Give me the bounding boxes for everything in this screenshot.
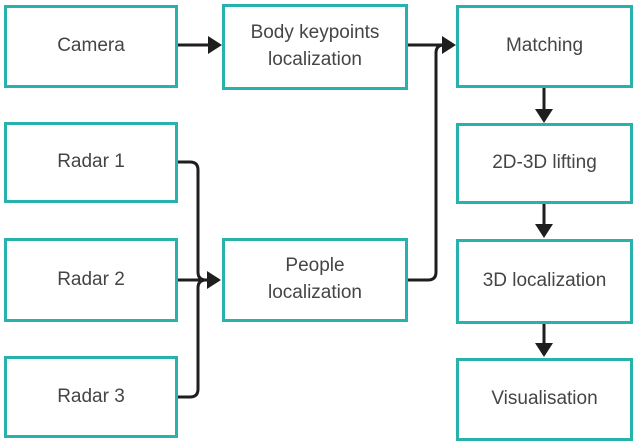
node-2d-3d-lifting: 2D-3D lifting — [456, 123, 633, 204]
arrowhead-people-localization — [207, 271, 221, 289]
edge-people-localization-to-matching — [406, 43, 445, 282]
node-visualisation: Visualisation — [456, 358, 633, 441]
node-people-localization: People localization — [222, 238, 408, 322]
node-body-keypoints-localization-label: Body keypoints localization — [250, 22, 380, 70]
node-visualisation-label: Visualisation — [491, 388, 598, 410]
arrowhead-lifting — [535, 109, 553, 123]
node-radar-1-label: Radar 1 — [57, 151, 125, 173]
node-radar-2: Radar 2 — [4, 238, 178, 322]
node-radar-3-label: Radar 3 — [57, 385, 125, 407]
node-matching-label: Matching — [505, 35, 584, 57]
arrowhead-matching — [442, 36, 456, 54]
node-radar-1: Radar 1 — [4, 122, 178, 203]
node-camera: Camera — [4, 5, 178, 88]
edge-radar-1-to-people-localization — [174, 160, 209, 282]
node-3d-localization-label: 3D localization — [482, 270, 607, 292]
arrowhead-visualisation — [535, 343, 553, 357]
node-2d-3d-lifting-label: 2D-3D lifting — [492, 152, 597, 174]
node-radar-3: Radar 3 — [4, 356, 178, 438]
arrowhead-body-keypoints — [208, 36, 222, 54]
node-radar-2-label: Radar 2 — [57, 268, 125, 290]
node-body-keypoints-localization: Body keypoints localization — [222, 4, 408, 90]
edge-radar-3-to-people-localization — [174, 278, 209, 399]
node-matching: Matching — [456, 5, 633, 88]
node-people-localization-label: People localization — [268, 255, 362, 303]
node-3d-localization: 3D localization — [456, 239, 633, 324]
node-camera-label: Camera — [57, 35, 125, 57]
arrowhead-3d-localization — [535, 224, 553, 238]
